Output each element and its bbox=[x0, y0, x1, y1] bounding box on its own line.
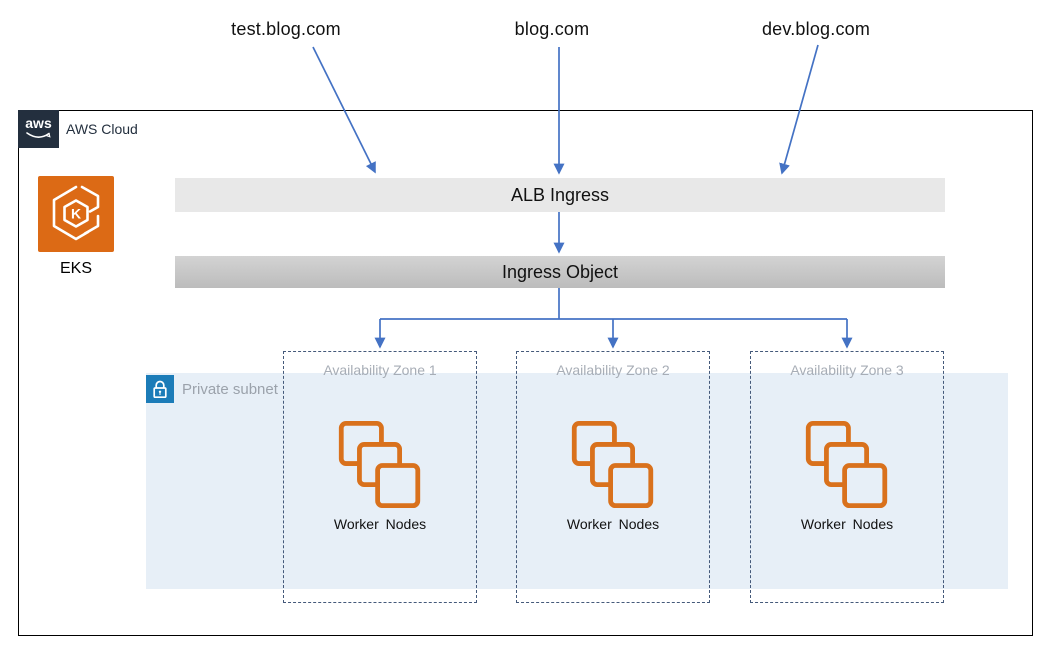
aws-cloud-label: AWS Cloud bbox=[66, 121, 138, 137]
worker-nodes-label: Worker Nodes bbox=[800, 516, 894, 532]
eks-label: EKS bbox=[59, 260, 92, 277]
availability-zone-2-label: Availability Zone 2 bbox=[556, 362, 670, 378]
eks-service-icon: K bbox=[38, 176, 114, 252]
availability-zone-1-box: Availability Zone 1 Worker Nodes bbox=[283, 351, 477, 603]
availability-zone-1-label: Availability Zone 1 bbox=[323, 362, 437, 378]
worker-nodes-icon bbox=[338, 421, 422, 509]
lock-icon bbox=[146, 375, 174, 403]
ingress-object-bar: Ingress Object bbox=[175, 256, 945, 288]
domain-label-dev-blog: dev.blog.com bbox=[761, 19, 871, 39]
svg-text:aws: aws bbox=[25, 115, 52, 131]
aws-logo-icon: aws bbox=[18, 110, 59, 148]
svg-text:K: K bbox=[71, 206, 81, 222]
availability-zone-2-box: Availability Zone 2 Worker Nodes bbox=[516, 351, 710, 603]
domain-label-blog: blog.com bbox=[514, 19, 590, 39]
worker-nodes-icon bbox=[571, 421, 655, 509]
worker-nodes-label: Worker Nodes bbox=[333, 516, 427, 532]
worker-nodes-icon bbox=[805, 421, 889, 509]
domain-label-test-blog: test.blog.com bbox=[231, 19, 341, 39]
alb-ingress-bar: ALB Ingress bbox=[175, 178, 945, 212]
availability-zone-3-box: Availability Zone 3 Worker Nodes bbox=[750, 351, 944, 603]
availability-zone-3-label: Availability Zone 3 bbox=[790, 362, 904, 378]
aws-cloud-boundary bbox=[18, 110, 1033, 636]
worker-nodes-label: Worker Nodes bbox=[566, 516, 660, 532]
private-subnet-label: Private subnet bbox=[182, 381, 278, 398]
